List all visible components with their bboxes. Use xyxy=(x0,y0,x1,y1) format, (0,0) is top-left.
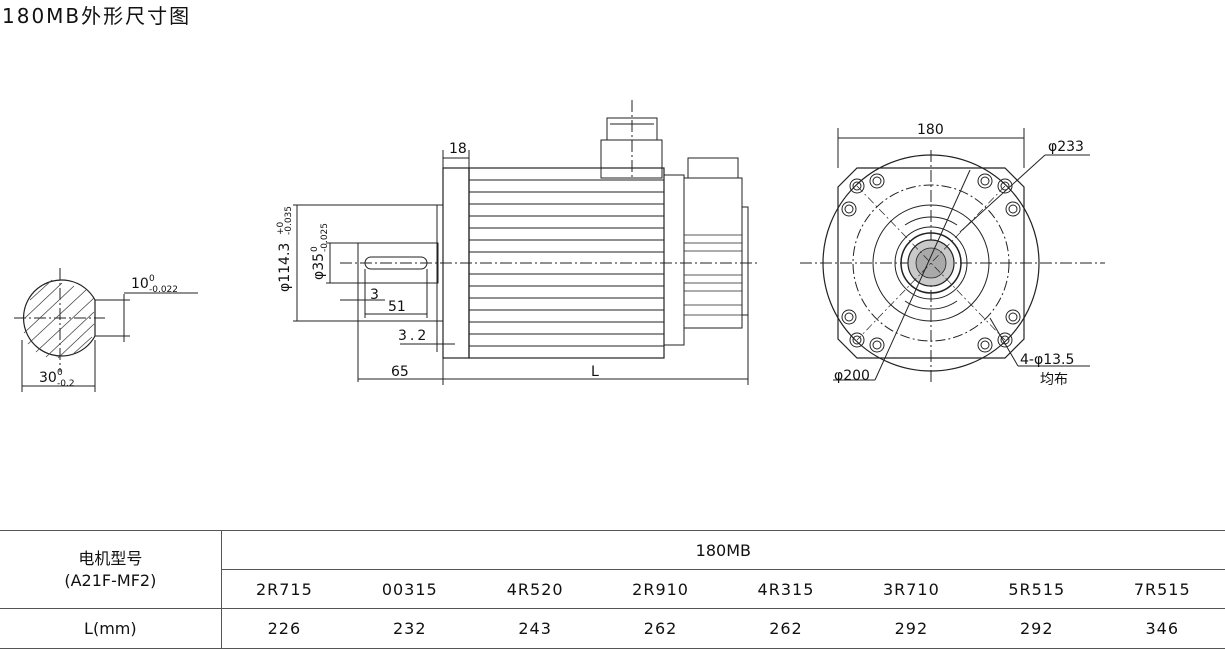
page-title: 180MB外形尺寸图 xyxy=(2,4,192,28)
dimension-labels: 10 0 -0.022 30 0 -0.2 18 φ114.3 +0 -0.03… xyxy=(39,122,1084,389)
motor-side-view xyxy=(293,100,760,385)
dim-pilot-diameter: φ114.3 xyxy=(277,243,293,292)
key-width-tol-sub: -0.022 xyxy=(149,285,178,295)
dim-L: L xyxy=(591,364,599,380)
dim-shaft-tol-sub: -0.025 xyxy=(320,223,330,252)
key-depth-tol-sup: 0 xyxy=(57,368,63,378)
key-depth-tol-sub: -0.2 xyxy=(57,379,75,389)
dim-pilot-tol-sub: -0.035 xyxy=(284,206,294,235)
model-cell: 4R315 xyxy=(723,569,849,609)
model-cell: 3R710 xyxy=(848,569,975,609)
model-header-cell: 电机型号 (A21F-MF2) xyxy=(0,530,222,609)
dim-65: 65 xyxy=(391,364,409,380)
key-width-tol-sup: 0 xyxy=(149,274,155,284)
motor-front-view xyxy=(800,128,1105,385)
model-cell: 7R515 xyxy=(1099,569,1225,609)
key-width-label: 10 xyxy=(131,276,149,292)
dim-51: 51 xyxy=(388,299,406,315)
series-label: 180MB xyxy=(221,530,1225,570)
dim-3-2: 3.2 xyxy=(398,328,429,344)
dim-holes-note: 均布 xyxy=(1040,372,1068,388)
length-header: L(mm) xyxy=(0,608,222,649)
length-cell: 262 xyxy=(597,608,724,649)
model-header: 电机型号 xyxy=(78,548,143,568)
dimension-drawing: 10 0 -0.022 30 0 -0.2 18 φ114.3 +0 -0.03… xyxy=(14,100,1105,392)
model-cell: 2R910 xyxy=(597,569,724,609)
key-depth-label: 30 xyxy=(39,370,57,386)
dim-shaft-tol-sup: 0 xyxy=(310,246,320,252)
length-cell: 292 xyxy=(848,608,975,649)
shaft-section-view xyxy=(14,268,198,392)
model-cell: 2R715 xyxy=(221,569,348,609)
length-cell: 226 xyxy=(221,608,348,649)
dim-3: 3 xyxy=(370,287,379,303)
model-cell: 00315 xyxy=(347,569,473,609)
length-row: L(mm) 226 232 243 262 262 292 292 346 xyxy=(0,608,1225,649)
length-cell: 346 xyxy=(1099,608,1225,649)
length-cell: 292 xyxy=(974,608,1100,649)
model-cell: 4R520 xyxy=(472,569,598,609)
length-cell: 232 xyxy=(347,608,473,649)
length-cell: 243 xyxy=(472,608,598,649)
dim-180: 180 xyxy=(917,122,944,138)
dim-shaft-diameter: φ35 xyxy=(311,253,327,280)
model-cell: 5R515 xyxy=(974,569,1100,609)
model-row: 2R715 00315 4R520 2R910 4R315 3R710 5R51… xyxy=(0,569,1225,609)
dim-18: 18 xyxy=(449,141,467,157)
model-header-code: (A21F-MF2) xyxy=(64,570,157,590)
dim-pilot-tol-sup: +0 xyxy=(276,221,286,235)
length-cell: 262 xyxy=(723,608,849,649)
dim-phi-233: φ233 xyxy=(1048,139,1084,155)
dim-holes: 4-φ13.5 xyxy=(1020,352,1074,368)
dim-phi-200: φ200 xyxy=(834,368,870,384)
spec-table: 电机型号 (A21F-MF2) 180MB 2R715 00315 4R520 … xyxy=(0,530,1225,649)
